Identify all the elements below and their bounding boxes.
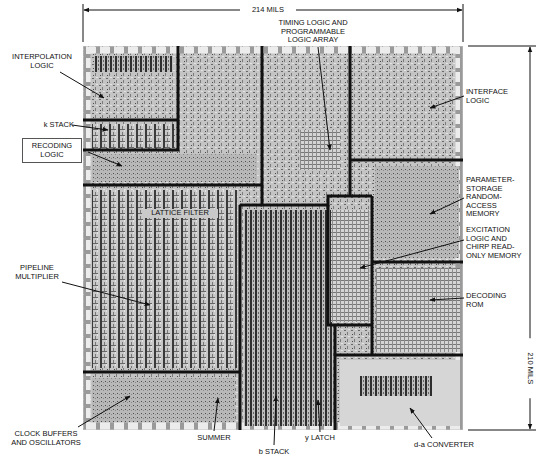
region-label: d-a CONVERTER xyxy=(412,441,476,450)
pla-area xyxy=(300,130,340,170)
region-label: LATTICE FILTER xyxy=(142,209,218,218)
ram-area xyxy=(375,166,459,258)
leader-line xyxy=(88,152,122,166)
leader-line xyxy=(430,298,464,300)
region-label: INTERPOLATION LOGIC xyxy=(6,53,78,70)
die-body xyxy=(83,46,463,430)
leader-line xyxy=(318,400,320,432)
region-border xyxy=(335,354,463,357)
leader-line xyxy=(360,240,464,268)
excitation-area xyxy=(331,210,369,322)
region-label: TIMING LOGIC AND PROGRAMMABLE LOGIC ARRA… xyxy=(272,19,354,45)
leader-line xyxy=(78,396,130,427)
region-border xyxy=(239,205,242,372)
clock-area xyxy=(92,378,235,422)
dimension-lines xyxy=(83,4,536,430)
leader-line xyxy=(60,72,104,98)
region-border xyxy=(371,196,374,355)
dimension-tick xyxy=(468,430,536,431)
region-label: PARAMETER-STORAGE RANDOM-ACCESS MEMORY xyxy=(466,176,524,219)
dimension-tick xyxy=(83,4,84,42)
lattice-area xyxy=(92,190,237,368)
leader-line xyxy=(430,198,464,214)
region-border xyxy=(262,46,372,205)
leader-line xyxy=(214,398,218,431)
region-label: EXCITATION LOGIC AND CHIRP READ-ONLY MEM… xyxy=(466,226,524,260)
summer-stack-area xyxy=(244,210,332,426)
bond-pads xyxy=(87,50,459,426)
converter-area xyxy=(340,360,460,426)
leader-line xyxy=(62,282,150,305)
region-border xyxy=(350,159,463,162)
region-label: PIPELINE MULTIPLIER xyxy=(4,264,70,281)
region-label: k STACK xyxy=(30,121,74,130)
recoding-area xyxy=(92,154,257,182)
dimension-label: 210 MILS xyxy=(526,338,535,398)
dimension-tick xyxy=(468,46,536,47)
region-label: y LATCH xyxy=(298,434,342,443)
region-label: RECODING LOGIC xyxy=(26,142,78,159)
region-border xyxy=(328,205,372,325)
region-border xyxy=(83,46,178,120)
dimension-tick xyxy=(463,4,464,42)
region-label: b STACK xyxy=(252,448,296,457)
k-stack-area xyxy=(92,124,175,148)
region-label: INTERFACE LOGIC xyxy=(466,88,524,105)
leader-line xyxy=(318,47,330,150)
region-label: DECODING ROM xyxy=(466,292,518,309)
region-label: 214 MILS xyxy=(240,6,296,15)
region-border xyxy=(83,120,178,150)
leader-line xyxy=(430,96,464,108)
leader-lines xyxy=(60,47,464,445)
region-label: SUMMER xyxy=(194,434,234,443)
rom-area xyxy=(376,268,460,352)
die-photo xyxy=(83,46,463,430)
leader-line xyxy=(274,396,276,445)
converter-ladder xyxy=(360,376,432,396)
region-border xyxy=(349,46,352,196)
region-border xyxy=(240,204,262,207)
boxed-label: RECODING LOGIC xyxy=(22,138,82,163)
leader-line xyxy=(72,125,108,130)
region-border xyxy=(83,184,262,187)
leader-line xyxy=(410,408,432,438)
region-border xyxy=(83,372,240,430)
interpolation-area xyxy=(95,56,173,72)
region-border xyxy=(334,325,337,430)
region-borders xyxy=(83,46,463,430)
region-label: CLOCK BUFFERS AND OSCILLATORS xyxy=(6,430,86,447)
